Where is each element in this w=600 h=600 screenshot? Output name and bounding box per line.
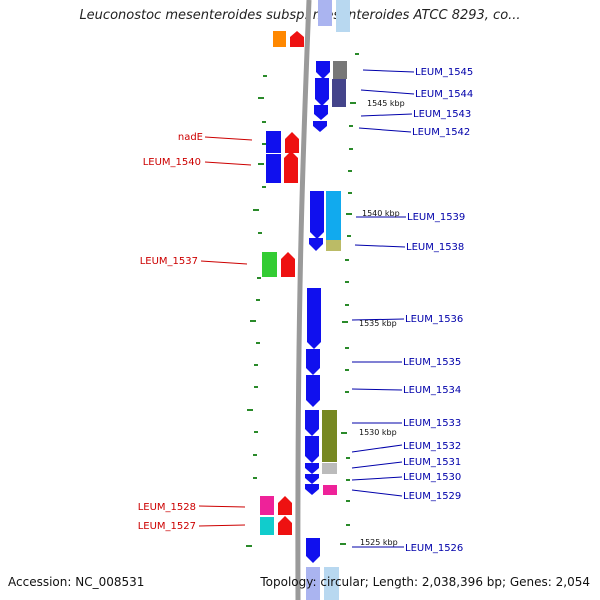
gene-label: LEUM_1545 (415, 67, 473, 78)
gene-1531-grey (322, 463, 337, 474)
gene-1528-magenta (260, 496, 274, 515)
gene-1545 (316, 61, 330, 79)
gene-1528-red (278, 496, 292, 515)
accession-label: Accession: NC_008531 (8, 575, 145, 589)
gene-label: LEUM_1536 (405, 314, 463, 325)
gene-bottom-light (306, 567, 320, 600)
gene-1543 (314, 105, 328, 120)
gene-label: LEUM_1529 (403, 491, 461, 502)
gene-label: LEUM_1540 (143, 157, 201, 168)
left-genes (260, 31, 304, 535)
gene-label: LEUM_1537 (140, 256, 198, 267)
gene-1544-slate (332, 79, 346, 107)
gene-label: LEUM_1539 (407, 212, 465, 223)
gene-1539-cyan (326, 191, 341, 240)
map-title: Leuconostoc mesenteroides subsp. mesente… (79, 8, 521, 23)
gene-label: LEUM_1534 (403, 385, 461, 396)
gene-label: LEUM_1527 (138, 521, 196, 532)
gene-1538-olive (326, 240, 341, 251)
gene-1539 (310, 191, 324, 239)
gene-1531 (305, 463, 319, 474)
gene-nadE-red (285, 132, 299, 153)
gene-bottom-light2 (324, 567, 339, 600)
left-leaders (198, 136, 253, 527)
gene-top-light (318, 0, 332, 26)
gene-1533-olive (322, 410, 337, 462)
gene-1532 (305, 436, 319, 463)
left-ticks (246, 75, 267, 547)
tick-label: 1545 kbp (367, 99, 405, 108)
gene-1535 (306, 349, 320, 375)
gene-orange (273, 31, 286, 47)
gene-red-top (290, 31, 304, 47)
gene-label: LEUM_1526 (405, 543, 463, 554)
gene-label: LEUM_1543 (413, 109, 471, 120)
gene-top-light2 (336, 0, 350, 32)
gene-label: LEUM_1533 (403, 418, 461, 429)
gene-label: LEUM_1542 (412, 127, 470, 138)
gene-label: nadE (178, 132, 203, 143)
gene-1542 (313, 121, 327, 132)
gene-label: LEUM_1532 (403, 441, 461, 452)
gene-label: LEUM_1528 (138, 502, 196, 513)
tick-label: 1535 kbp (359, 319, 397, 328)
gene-1536 (307, 288, 321, 349)
gene-1527-cyan (260, 517, 274, 535)
right-leaders (351, 69, 415, 548)
gene-label: LEUM_1538 (406, 242, 464, 253)
tick-label: 1525 kbp (360, 538, 398, 547)
gene-1529-magenta (323, 485, 337, 495)
gene-1530 (305, 474, 319, 484)
gene-label: LEUM_1535 (403, 357, 461, 368)
gene-1545-grey (333, 61, 347, 79)
tick-label: 1530 kbp (359, 428, 397, 437)
gene-1529 (305, 484, 319, 495)
gene-label: LEUM_1544 (415, 89, 473, 100)
gene-nadE-blue (266, 131, 281, 153)
gene-1533 (305, 410, 319, 436)
gene-1526 (306, 538, 320, 563)
gene-1540-red (284, 151, 298, 183)
gene-1538 (309, 238, 323, 251)
genome-summary: Topology: circular; Length: 2,038,396 bp… (260, 575, 590, 589)
gene-label: LEUM_1531 (403, 457, 461, 468)
gene-label: LEUM_1530 (403, 472, 461, 483)
right-ticks (340, 53, 359, 545)
gene-1540-blue (266, 154, 281, 183)
gene-1544 (315, 78, 329, 106)
tick-label: 1540 kbp (362, 209, 400, 218)
gene-1534 (306, 375, 320, 407)
right-genes (305, 0, 350, 600)
gene-1527-red (278, 516, 292, 535)
gene-1537-green (262, 252, 277, 277)
gene-1537-red (281, 252, 295, 277)
genome-backbone (295, 0, 312, 600)
